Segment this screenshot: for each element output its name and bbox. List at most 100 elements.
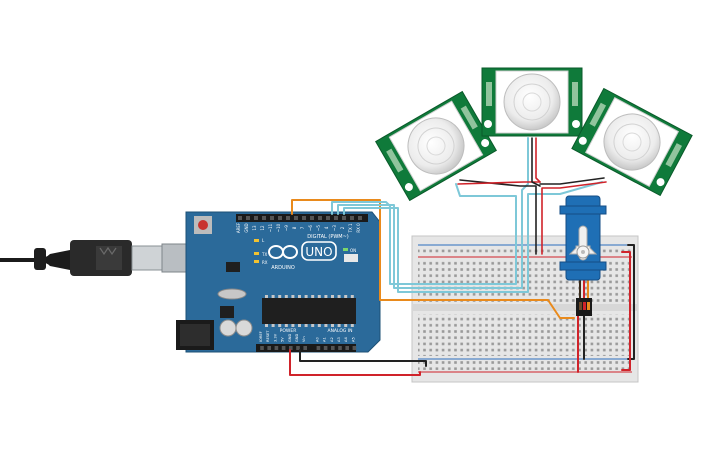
chip-pin <box>271 295 275 298</box>
chip-pin <box>317 295 321 298</box>
chip-pin <box>344 324 348 327</box>
power-pin-hole <box>352 346 357 350</box>
power-pin-label: GND <box>288 334 292 342</box>
digital-pin-label: AREF <box>236 222 241 233</box>
digital-pin-label: 2 <box>340 226 345 229</box>
pir-dome-icon <box>603 113 661 171</box>
chip-pin <box>331 295 334 298</box>
power-pin-label: A3 <box>337 337 341 342</box>
digital-pin-hole <box>254 216 258 220</box>
pir-sensor <box>481 67 583 137</box>
digital-pin-hole <box>358 216 362 220</box>
power-pin-hole <box>296 346 300 350</box>
digital-pin-label: ~5 <box>316 225 321 231</box>
arduino-infinity-logo-icon <box>268 245 298 259</box>
chip-pin <box>324 295 328 298</box>
power-pin-label: A2 <box>330 337 334 342</box>
rx-led-label: RX <box>262 260 268 265</box>
digital-pin-hole <box>326 216 330 220</box>
digital-pin-label: ~3 <box>332 225 337 231</box>
analog-header-label: ANALOG IN <box>327 328 352 334</box>
on-led-label: ON <box>350 248 356 253</box>
power-pin-hole <box>345 346 349 350</box>
digital-pin-hole <box>342 216 346 220</box>
pir-sensor <box>571 87 693 197</box>
power-pin-label: RESET <box>266 330 270 342</box>
chip-pin <box>344 295 348 298</box>
digital-pin-hole <box>334 216 338 220</box>
digital-pin-hole <box>246 216 250 220</box>
tx-led-label: TX <box>261 252 267 257</box>
servo-motor <box>559 195 607 316</box>
power-pin-hole <box>338 346 342 350</box>
chip-pin <box>350 324 354 327</box>
atmega-chip-pins <box>265 295 354 327</box>
power-pin-hole <box>274 346 279 350</box>
power-header-label: POWER <box>280 328 297 334</box>
chip-pin <box>291 324 295 327</box>
digital-pin-hole <box>318 216 322 220</box>
chip-pin <box>311 295 315 298</box>
chip-pin <box>271 324 275 327</box>
digital-pin-label: ~9 <box>284 225 289 231</box>
power-pin-hole <box>289 346 293 350</box>
power-pin-hole <box>331 346 335 350</box>
pir-sensors <box>375 67 693 202</box>
pir-dome-icon <box>407 117 465 175</box>
pir-sensor <box>375 90 497 202</box>
power-header-pins <box>260 346 357 350</box>
chip-pin <box>298 295 301 298</box>
chip-pin <box>298 324 301 327</box>
digital-pin-label: ~11 <box>268 223 273 232</box>
usb-cable-icon <box>0 240 197 276</box>
power-pin-label: Vin <box>302 336 306 342</box>
power-pin-label: A5 <box>351 337 355 342</box>
power-pin-hole <box>260 346 264 350</box>
digital-pin-hole <box>262 216 266 220</box>
digital-pin-label: 13 <box>252 225 257 231</box>
digital-pin-hole <box>238 216 242 220</box>
power-pin-hole <box>267 346 271 350</box>
servo-horn-icon <box>568 225 598 261</box>
power-pin-label: GND <box>295 334 299 342</box>
chip-pin <box>265 324 268 327</box>
chip-pin <box>278 295 282 298</box>
chip-pin <box>350 295 354 298</box>
power-pin-hole <box>323 346 328 350</box>
l-led-label: L <box>262 238 265 243</box>
power-pin-label: A0 <box>315 337 319 342</box>
power-pin-label: A1 <box>323 337 327 342</box>
chip-pin <box>337 324 341 327</box>
chip-pin <box>324 324 328 327</box>
digital-pin-hole <box>286 216 290 220</box>
board-brand-label: ARDUINO <box>271 265 295 271</box>
digital-pin-label: ~10 <box>276 223 281 232</box>
chip-pin <box>337 295 341 298</box>
chip-pin <box>278 324 282 327</box>
chip-pin <box>284 295 288 298</box>
power-pin-label: A4 <box>344 337 348 342</box>
digital-pin-hole <box>270 216 274 220</box>
wires <box>289 137 635 376</box>
board-model-label: UNO <box>305 245 332 259</box>
digital-pin-hole <box>278 216 282 220</box>
digital-pin-hole <box>302 216 306 220</box>
power-pin-hole <box>303 346 307 350</box>
digital-pin-hole <box>310 216 314 220</box>
digital-pin-label: GND <box>244 223 249 232</box>
breadboard <box>411 235 639 383</box>
pir-dome-icon <box>503 73 561 131</box>
chip-pin <box>317 324 321 327</box>
power-pin-hole <box>281 346 286 350</box>
digital-header-pins <box>238 216 362 220</box>
digital-header-label: DIGITAL (PWM~) <box>307 234 349 240</box>
digital-pin-hole <box>350 216 354 220</box>
power-pin-label: 3.3V <box>273 333 277 342</box>
chip-pin <box>304 295 308 298</box>
chip-pin <box>265 295 268 298</box>
chip-pin <box>291 295 295 298</box>
